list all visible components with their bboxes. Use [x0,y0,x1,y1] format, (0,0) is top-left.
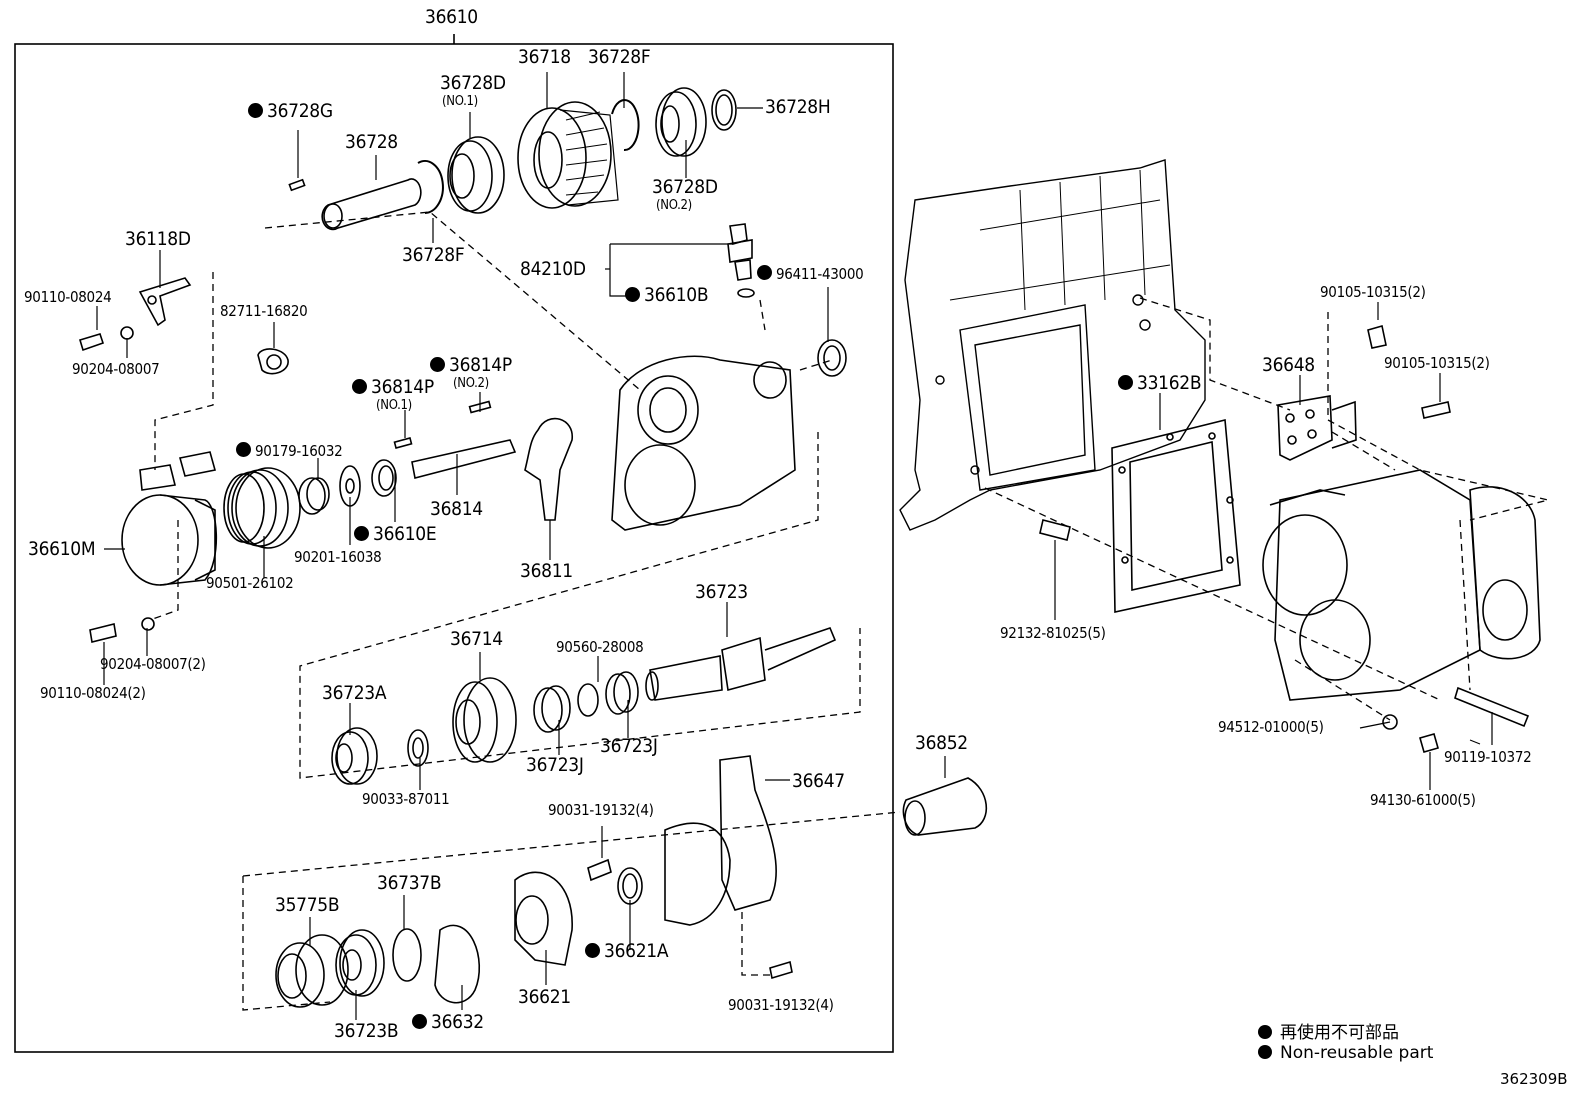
shaft-36728-group [288,87,737,231]
gasket-33162B [1039,418,1241,613]
label-36718: 36718 [518,46,571,68]
non-reusable-dot [412,1014,427,1029]
label-90119-10372: 90119-10372 [1444,748,1532,766]
label-96411-43000: 96411-43000 [757,265,864,283]
label-96411-text: 96411-43000 [776,265,864,283]
label-36814P-no2-text: 36814P [449,354,512,376]
label-36632-text: 36632 [431,1011,484,1033]
label-36728G-text: 36728G [267,100,333,122]
housing-36610 [611,339,847,531]
non-reusable-dot [430,357,445,372]
label-36610E-text: 36610E [373,523,437,545]
label-36728D-no2: 36728D [652,176,718,198]
label-36728: 36728 [345,131,398,153]
label-36852: 36852 [915,732,968,754]
label-36728F-top: 36728F [588,46,651,68]
label-90105-10315-top: 90105-10315(2) [1320,283,1426,301]
bracket-36648 [1277,324,1451,461]
label-90201-16038: 90201-16038 [294,548,382,566]
transmission-case [899,159,1206,531]
non-reusable-dot [354,526,369,541]
label-36621: 36621 [518,986,571,1008]
label-90110-08024-2: 90110-08024(2) [40,684,146,702]
label-36648: 36648 [1262,354,1315,376]
label-36814P-no1: 36814P [352,378,434,397]
switch-84210D [727,223,755,298]
non-reusable-dot [1118,375,1133,390]
label-90179-16032: 90179-16032 [236,442,343,460]
label-33162B: 33162B [1118,372,1202,394]
label-36118D: 36118D [125,228,191,250]
label-84210D: 84210D [520,258,586,280]
shaft-36723-group [331,627,837,785]
non-reusable-dot [585,943,600,958]
label-90105-10315-right: 90105-10315(2) [1384,354,1490,372]
label-36728F-bottom: 36728F [402,244,465,266]
label-90031-19132-bottom: 90031-19132(4) [728,996,834,1014]
label-90204-08007: 90204-08007 [72,360,160,378]
label-92132-81025: 92132-81025(5) [1000,624,1106,642]
legend-jp-text: 再使用不可部品 [1280,1023,1399,1043]
label-36814P-no1-note: (NO.1) [376,398,412,413]
non-reusable-dot [757,265,772,280]
label-90560-28008: 90560-28008 [556,638,644,656]
dashed-guides [149,211,1549,1011]
label-90110-08024: 90110-08024 [24,288,112,306]
label-36632: 36632 [412,1013,484,1032]
label-36728H: 36728H [765,96,831,118]
label-36723B: 36723B [334,1020,399,1042]
label-36610: 36610 [425,6,478,28]
non-reusable-dot [625,287,640,302]
label-36728G: 36728G [248,102,333,121]
fork-36811 [524,417,573,521]
assembled-pto [1262,469,1541,753]
leader-lines [96,72,1493,1020]
label-36814P-no2: 36814P [430,356,512,375]
label-36621A-text: 36621A [604,940,669,962]
label-36714: 36714 [450,628,503,650]
label-94130-61000: 94130-61000(5) [1370,791,1476,809]
label-36621A: 36621A [585,940,669,962]
label-94512-01000: 94512-01000(5) [1218,718,1324,736]
label-36610B-text: 36610B [644,284,709,306]
label-35775B: 35775B [275,894,340,916]
label-90204-08007-2: 90204-08007(2) [100,655,206,673]
label-82711-16820: 82711-16820 [220,302,308,320]
label-36723A: 36723A [322,682,387,704]
figure-number: 362309B [1500,1070,1568,1088]
label-36811: 36811 [520,560,573,582]
label-36737B: 36737B [377,872,442,894]
label-36723J-right: 36723J [600,735,658,757]
label-36610E: 36610E [354,523,437,545]
label-36610B: 36610B [625,284,709,306]
legend-dot [1258,1045,1272,1059]
label-90179-text: 90179-16032 [255,442,343,460]
label-36610M: 36610M [28,538,96,560]
label-33162B-text: 33162B [1137,372,1202,394]
non-reusable-dot [352,379,367,394]
label-36723J-left: 36723J [526,754,584,776]
legend-en: Non-reusable part [1258,1043,1433,1063]
non-reusable-dot [236,442,251,457]
label-36723: 36723 [695,581,748,603]
legend-dot [1258,1025,1272,1039]
label-90033-87011: 90033-87011 [362,790,450,808]
label-36728D-no1: 36728D [440,72,506,94]
non-reusable-dot [248,103,263,118]
assembly-frame [14,43,894,1053]
label-36647: 36647 [792,770,845,792]
actuator-36610M [89,400,517,643]
label-36814P-no1-text: 36814P [371,376,434,398]
bracket-36118D [79,277,289,375]
label-36728D-no1-note: (NO.1) [442,94,478,109]
legend-jp: 再使用不可部品 [1258,1018,1399,1043]
lower-group [275,755,988,1008]
label-90501-26102: 90501-26102 [206,574,294,592]
label-36728D-no2-note: (NO.2) [656,198,692,213]
label-36814: 36814 [430,498,483,520]
label-90031-19132-top: 90031-19132(4) [548,801,654,819]
legend-en-text: Non-reusable part [1280,1043,1434,1063]
label-36814P-no2-note: (NO.2) [453,376,489,391]
